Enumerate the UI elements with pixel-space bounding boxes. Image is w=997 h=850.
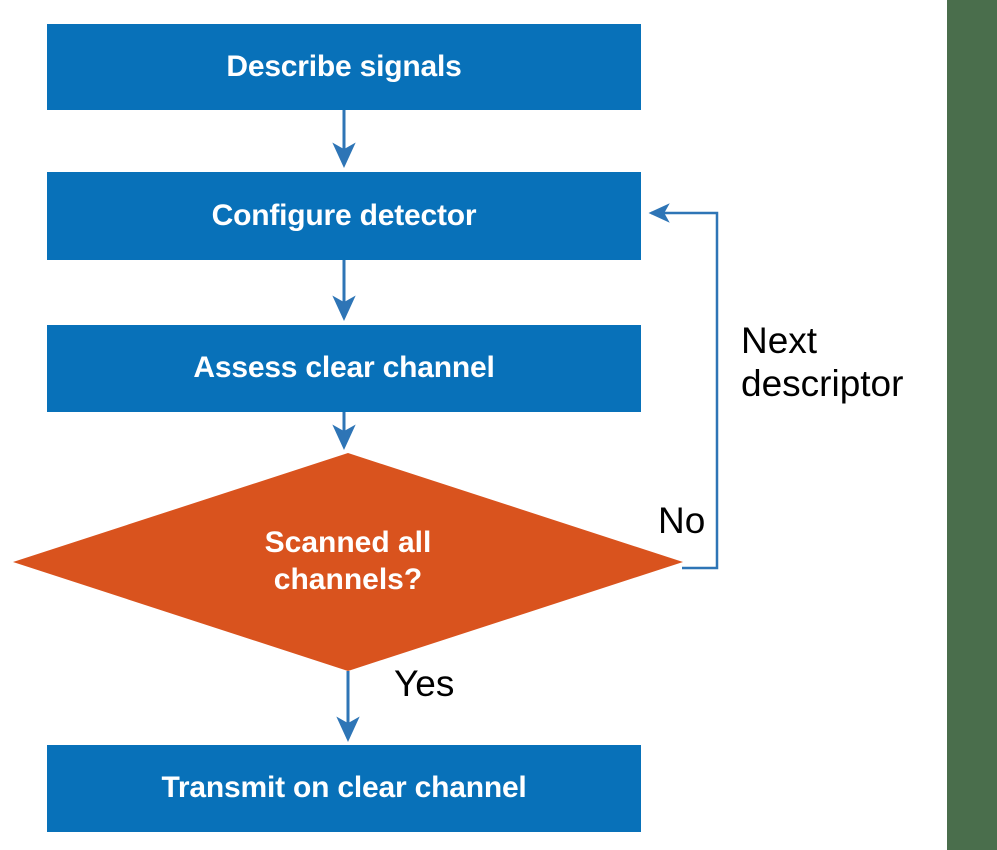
connector-decision-no-feedback-loop xyxy=(648,203,719,570)
node-transmit-on-clear-channel[interactable]: Transmit on clear channel xyxy=(47,745,641,832)
node-transmit-on-clear-channel-label: Transmit on clear channel xyxy=(161,771,527,805)
decision-diamond-shape xyxy=(13,453,683,671)
node-scanned-all-channels[interactable]: Scanned all channels? xyxy=(13,453,683,671)
node-describe-signals-label: Describe signals xyxy=(226,49,462,83)
edge-label-no: No xyxy=(658,500,706,541)
node-assess-clear-channel[interactable]: Assess clear channel xyxy=(47,325,641,412)
edge-label-next-descriptor: Next descriptor xyxy=(741,320,904,404)
edge-label-yes: Yes xyxy=(394,663,455,704)
right-edge-strip xyxy=(947,0,997,850)
node-configure-detector[interactable]: Configure detector xyxy=(47,172,641,260)
node-assess-clear-channel-label: Assess clear channel xyxy=(193,351,495,385)
node-configure-detector-label: Configure detector xyxy=(211,198,477,232)
node-describe-signals[interactable]: Describe signals xyxy=(47,24,641,110)
